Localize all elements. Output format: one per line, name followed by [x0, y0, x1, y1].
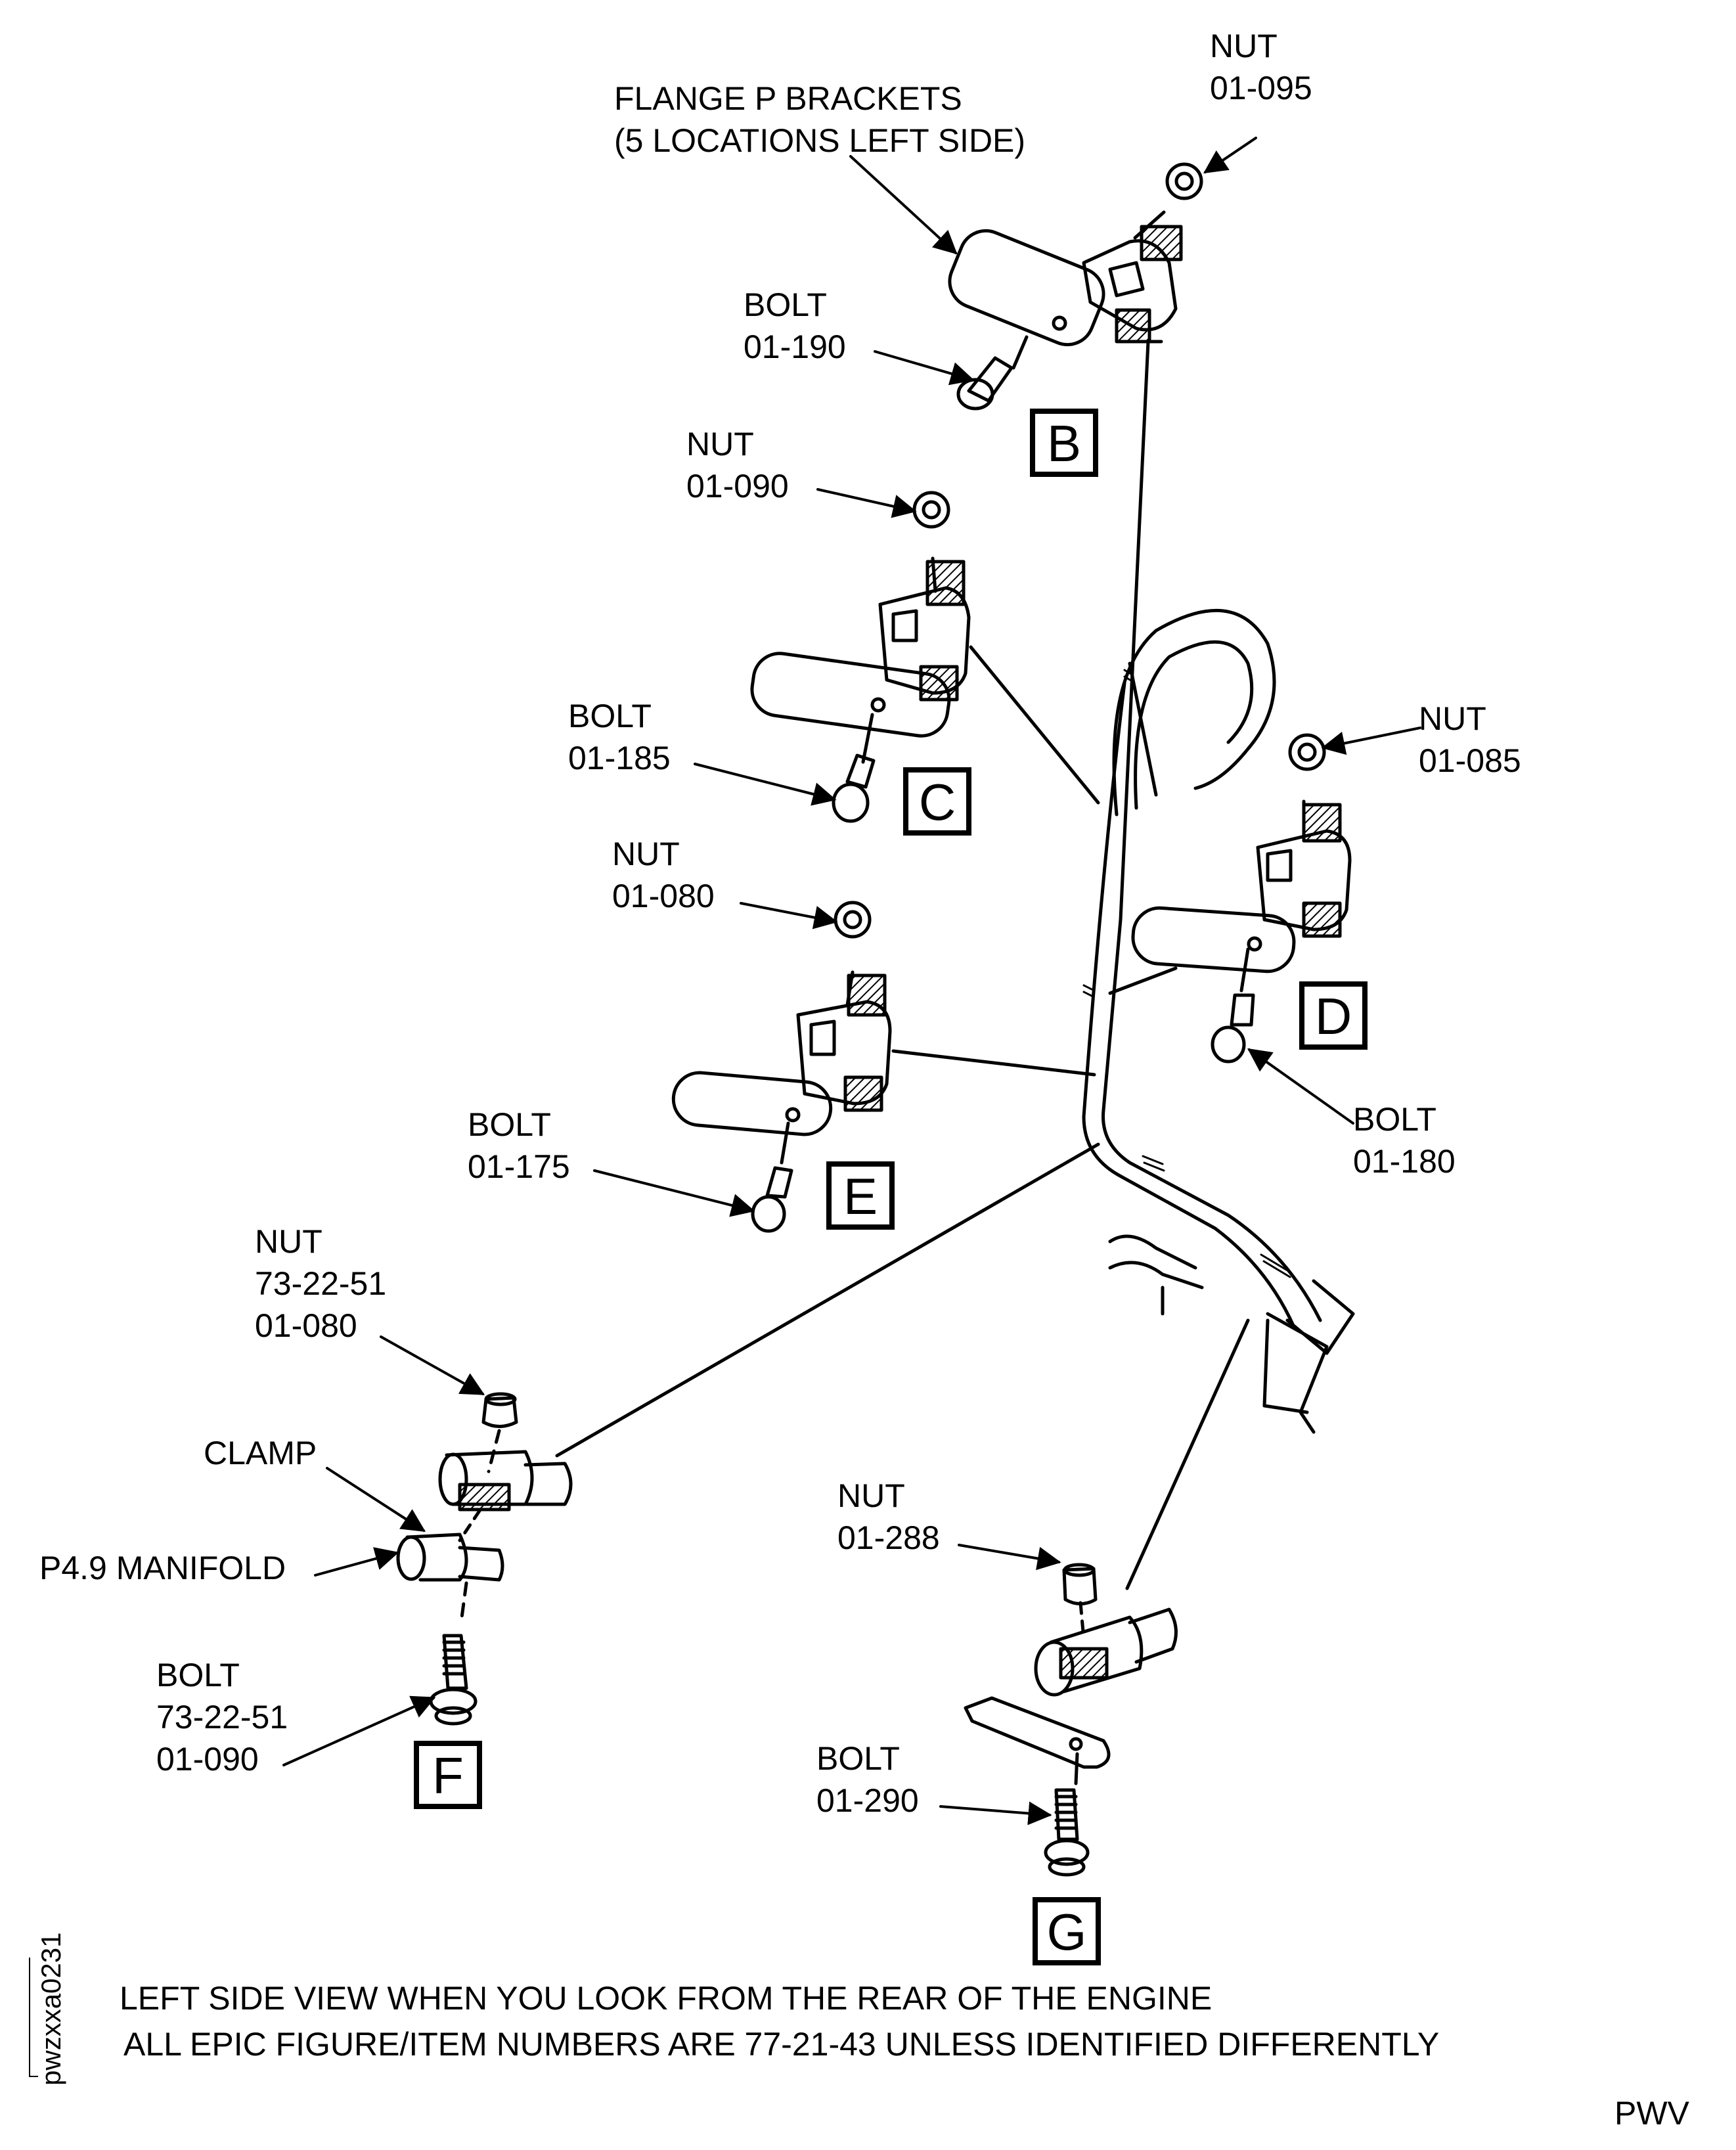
detail-box-e: E — [826, 1161, 895, 1230]
harness-markings — [1082, 669, 1291, 1278]
callout-bolt-b: BOLT 01-190 — [744, 284, 846, 368]
callout-bolt-d-title: BOLT — [1353, 1101, 1436, 1138]
callout-nut-g-title: NUT — [837, 1477, 905, 1514]
detail-f-assembly — [396, 1392, 573, 1726]
figure-id-rule — [29, 1958, 30, 2076]
detail-d-assembly — [1131, 733, 1352, 1064]
callout-flange-line1: FLANGE P BRACKETS — [614, 80, 962, 117]
detail-box-f: F — [414, 1741, 482, 1809]
leader-lines — [555, 645, 1250, 1590]
callout-clamp-title: CLAMP — [204, 1435, 317, 1471]
callout-bolt-b-title: BOLT — [744, 286, 827, 323]
detail-box-c: C — [903, 767, 971, 836]
callout-nut-g-number: 01-288 — [837, 1519, 940, 1556]
callout-bolt-e-title: BOLT — [468, 1106, 551, 1143]
note-item-numbers: ALL EPIC FIGURE/ITEM NUMBERS ARE 77-21-4… — [123, 2026, 1440, 2063]
callout-nut-f-number: 01-080 — [255, 1307, 357, 1344]
detail-box-d: D — [1299, 981, 1368, 1050]
callout-nut-f-ref: 73-22-51 — [255, 1265, 387, 1302]
callout-bolt-c-number: 01-185 — [568, 740, 671, 776]
detail-g-assembly — [964, 1563, 1178, 1877]
callout-nut-f-title: NUT — [255, 1223, 323, 1260]
callout-flange-line2: (5 LOCATIONS LEFT SIDE) — [614, 122, 1026, 159]
callout-nut-b: NUT 01-095 — [1210, 25, 1312, 109]
callout-nut-g: NUT 01-288 — [837, 1475, 940, 1559]
callout-bolt-f-title: BOLT — [156, 1657, 240, 1693]
wiring-harness — [1082, 340, 1355, 1434]
callout-arrows — [282, 137, 1421, 1825]
callout-bolt-f-ref: 73-22-51 — [156, 1699, 288, 1736]
figure-id-tick — [29, 2076, 38, 2077]
callout-nut-c-number: 01-090 — [686, 468, 789, 504]
callout-bolt-g-number: 01-290 — [816, 1782, 919, 1819]
detail-e-assembly — [671, 901, 892, 1233]
detail-box-b: B — [1030, 409, 1098, 477]
callout-nut-d-title: NUT — [1419, 700, 1486, 737]
detail-c-assembly — [750, 491, 971, 823]
callout-bolt-c: BOLT 01-185 — [568, 695, 671, 779]
callout-bolt-f: BOLT 73-22-51 01-090 — [156, 1654, 288, 1780]
figure-id: pwzxxa0231 — [35, 1932, 66, 2086]
callout-manifold-title: P4.9 MANIFOLD — [39, 1550, 286, 1586]
callout-bolt-e-number: 01-175 — [468, 1148, 570, 1185]
footer-code: PWV — [1614, 2095, 1689, 2132]
callout-nut-e: NUT 01-080 — [612, 833, 715, 917]
note-view-direction: LEFT SIDE VIEW WHEN YOU LOOK FROM THE RE… — [120, 1980, 1213, 2017]
callout-bolt-f-number: 01-090 — [156, 1741, 259, 1778]
callout-nut-d-number: 01-085 — [1419, 742, 1521, 779]
callout-bolt-b-number: 01-190 — [744, 328, 846, 365]
callout-bolt-e: BOLT 01-175 — [468, 1104, 570, 1188]
callout-nut-b-number: 01-095 — [1210, 70, 1312, 106]
detail-box-g: G — [1033, 1897, 1101, 1965]
callout-nut-e-title: NUT — [612, 836, 680, 872]
callout-bolt-g: BOLT 01-290 — [816, 1737, 919, 1822]
callout-nut-f: NUT 73-22-51 01-080 — [255, 1221, 386, 1347]
callout-bolt-d: BOLT 01-180 — [1353, 1098, 1456, 1182]
callout-nut-b-title: NUT — [1210, 28, 1278, 64]
callout-bolt-d-number: 01-180 — [1353, 1143, 1456, 1180]
detail-b-assembly — [948, 162, 1203, 411]
callout-nut-e-number: 01-080 — [612, 878, 715, 914]
callout-nut-c-title: NUT — [686, 426, 754, 462]
callout-bolt-c-title: BOLT — [568, 698, 652, 734]
callout-nut-d: NUT 01-085 — [1419, 698, 1521, 782]
callout-nut-c: NUT 01-090 — [686, 423, 789, 507]
callout-bolt-g-title: BOLT — [816, 1740, 900, 1777]
callout-clamp: CLAMP — [204, 1432, 317, 1474]
callout-flange-p-brackets: FLANGE P BRACKETS (5 LOCATIONS LEFT SIDE… — [614, 78, 1025, 162]
callout-p49-manifold: P4.9 MANIFOLD — [39, 1547, 286, 1589]
